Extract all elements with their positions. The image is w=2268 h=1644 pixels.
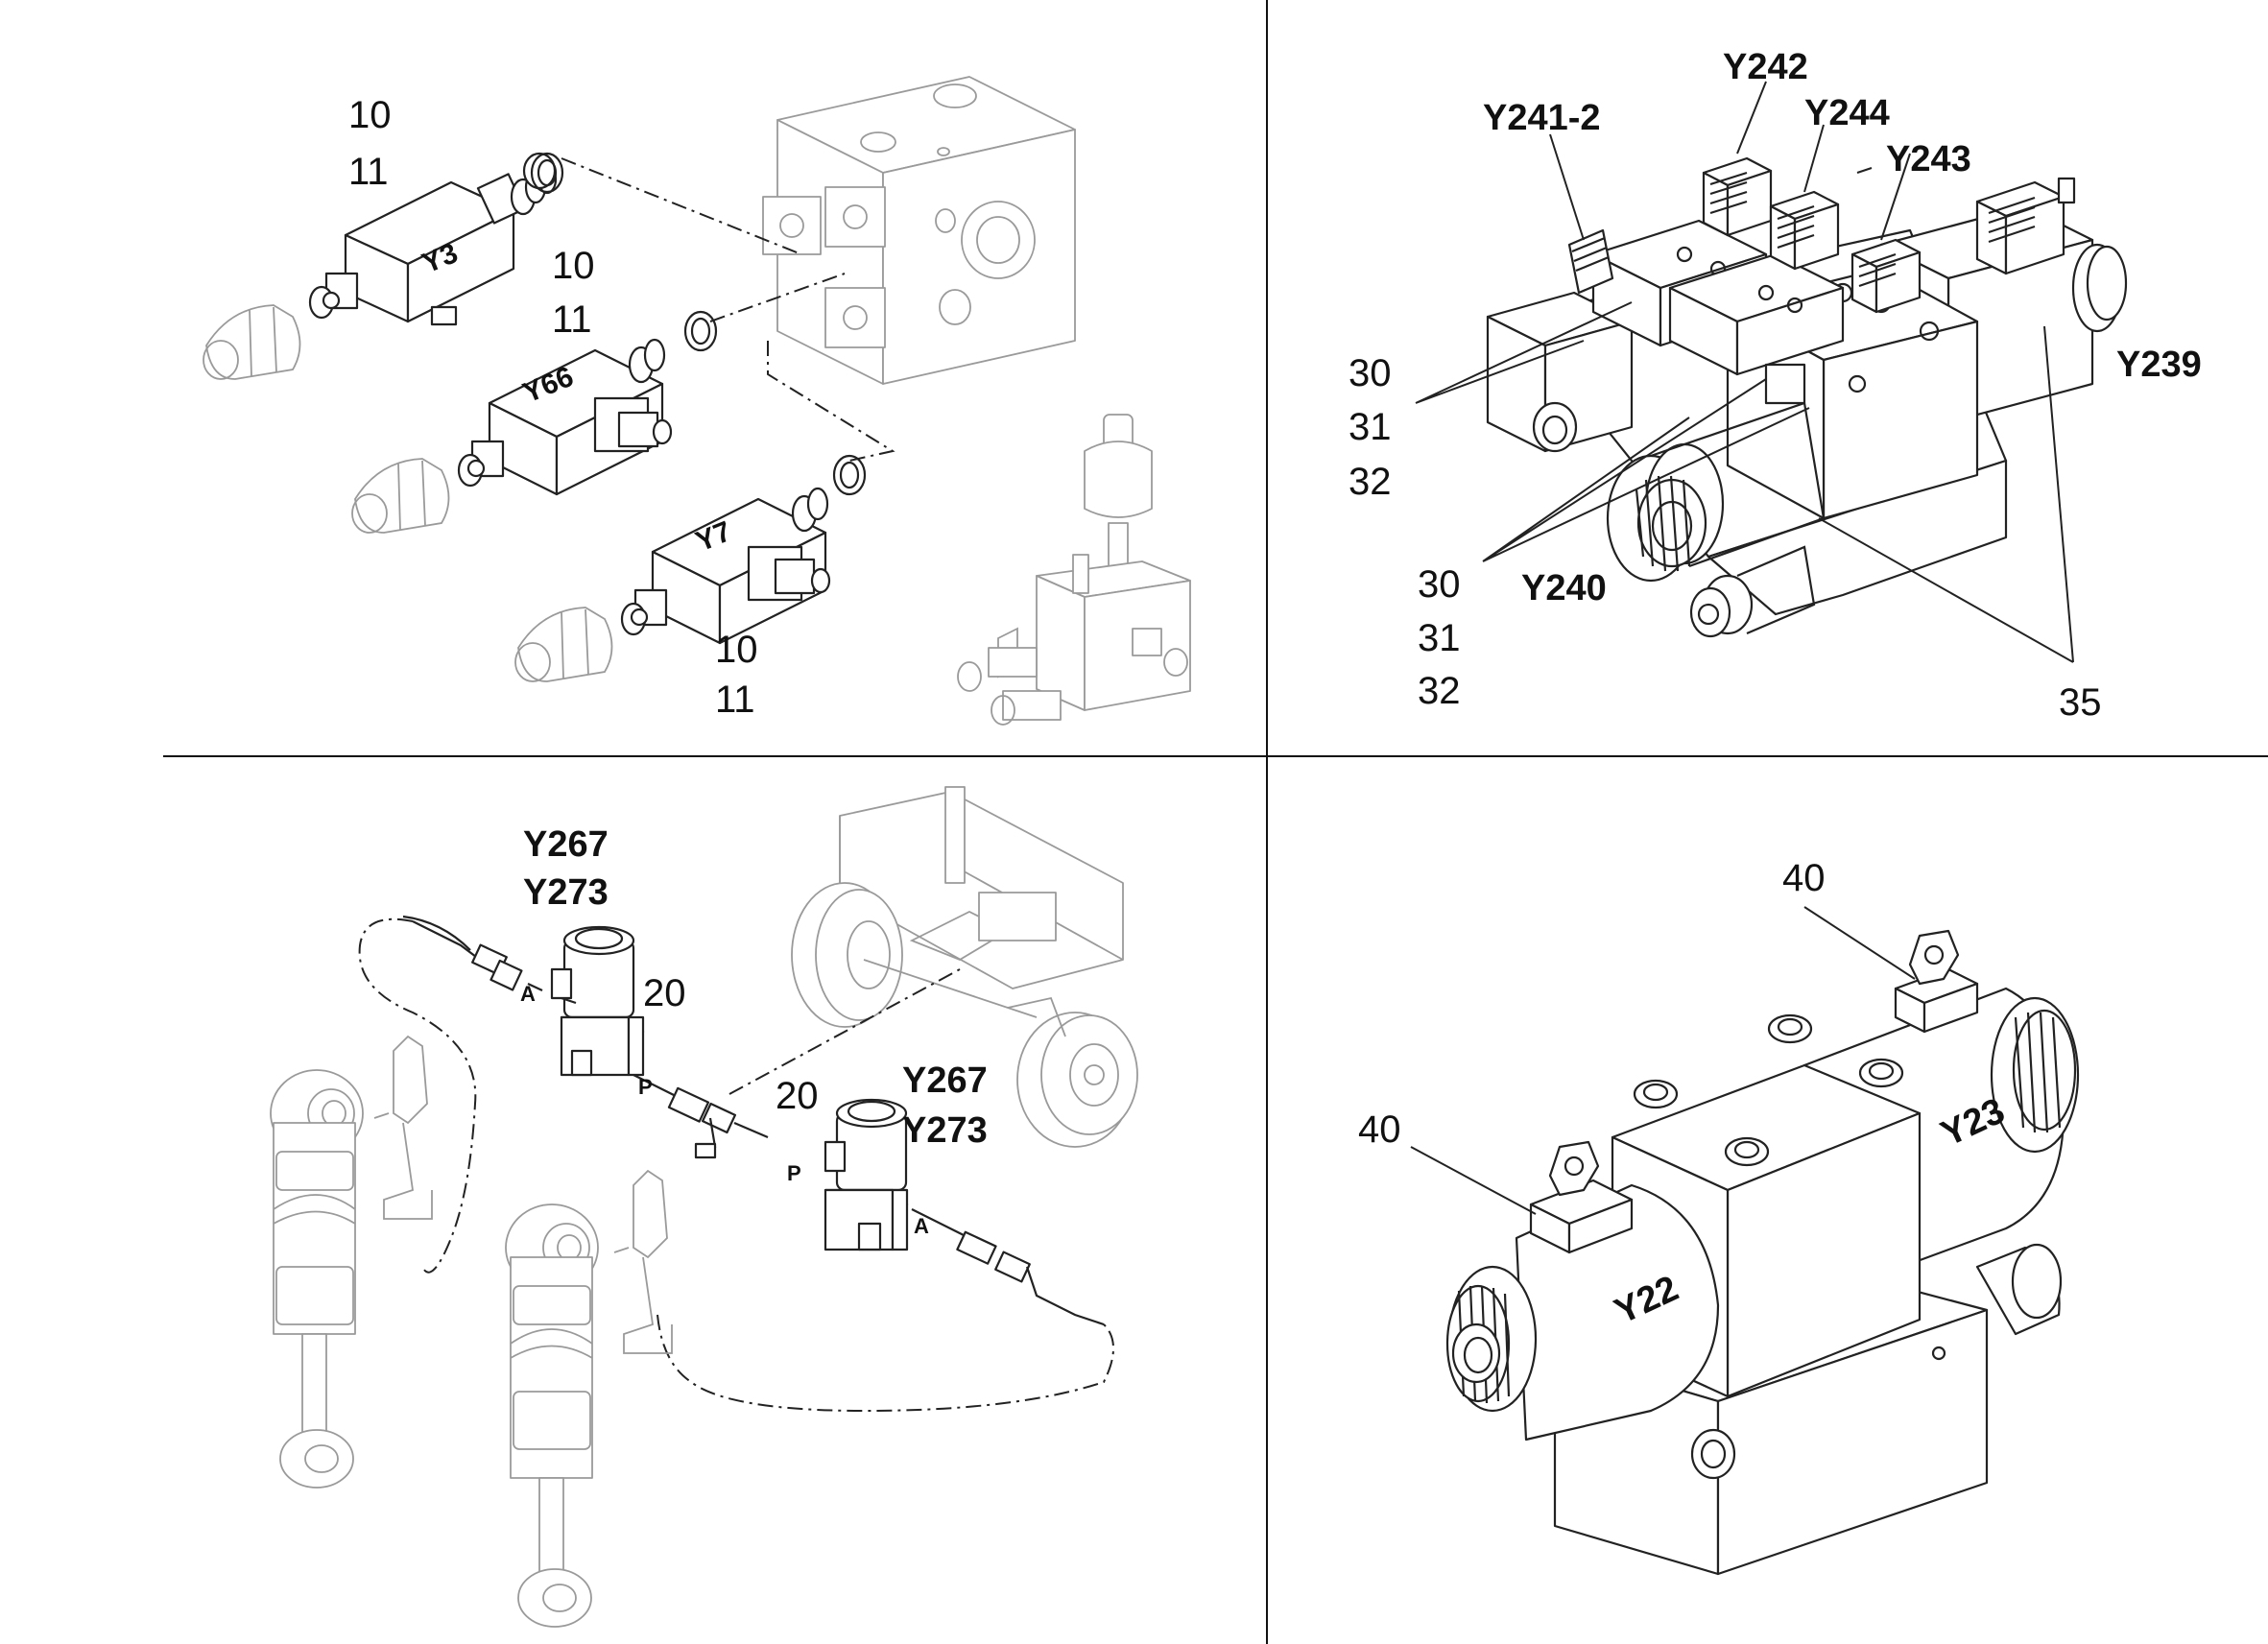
seal-ring bbox=[683, 310, 718, 352]
seal-ring bbox=[537, 158, 558, 187]
port-label: P bbox=[787, 1161, 801, 1185]
port-label: A bbox=[520, 982, 536, 1006]
protective-cap bbox=[514, 607, 613, 682]
port-label: P bbox=[638, 1075, 653, 1099]
leader-line bbox=[1736, 81, 1767, 155]
leader-line bbox=[1415, 301, 1633, 404]
hose-line bbox=[657, 1314, 1114, 1413]
part-code: Y267 bbox=[523, 824, 609, 865]
callout-number: 10 bbox=[552, 245, 595, 287]
callout-number: 30 bbox=[1418, 563, 1461, 606]
hose-line bbox=[728, 968, 961, 1095]
panel-bottom-left: Y267 Y273 Y267 Y273 20 20 A P P A bbox=[270, 786, 1138, 1628]
callout-number: 31 bbox=[1349, 406, 1392, 448]
callout-number: 11 bbox=[552, 298, 592, 341]
hose-line bbox=[358, 917, 477, 1274]
seal-ring bbox=[530, 152, 564, 194]
callout-number: 11 bbox=[715, 679, 755, 721]
seal-ring bbox=[832, 454, 867, 496]
solenoid-valve-lower bbox=[824, 1098, 909, 1251]
leader-line bbox=[1549, 133, 1585, 241]
leader-dash bbox=[767, 341, 895, 462]
hydraulic-cylinder-left bbox=[270, 1069, 364, 1489]
protective-cap bbox=[351, 458, 450, 534]
leader-line bbox=[1803, 124, 1825, 193]
leader-dash bbox=[561, 157, 802, 255]
part-code: Y241-2 bbox=[1483, 98, 1601, 138]
valve-y7 bbox=[620, 487, 831, 645]
leader-line bbox=[1803, 906, 1916, 980]
solenoid-valve-upper bbox=[550, 925, 645, 1077]
callout-number: 11 bbox=[348, 151, 389, 193]
callout-number: 40 bbox=[1782, 857, 1826, 899]
valve-stack bbox=[1486, 156, 2128, 638]
valve-y66 bbox=[457, 338, 673, 496]
callout-number: 20 bbox=[643, 972, 686, 1014]
part-code: Y267 bbox=[902, 1060, 988, 1101]
port-label: A bbox=[914, 1214, 929, 1238]
panel-top-right: Y242 Y241-2 Y244 Y243 Y239 Y240 30 31 32… bbox=[1349, 47, 2202, 724]
protective-cap bbox=[203, 304, 301, 380]
part-code: Y242 bbox=[1723, 47, 1808, 87]
part-code: Y244 bbox=[1804, 93, 1890, 133]
panel-top-left: Y3 Y66 bbox=[203, 76, 1191, 726]
callout-number: 20 bbox=[776, 1075, 819, 1117]
part-code: Y240 bbox=[1521, 568, 1607, 608]
leader-line bbox=[1410, 1146, 1537, 1215]
leader-line bbox=[1818, 325, 2074, 663]
leader-line bbox=[1482, 378, 1810, 562]
leader-line bbox=[1856, 167, 1873, 174]
callout-number: 30 bbox=[1349, 352, 1392, 394]
hose-fittings bbox=[402, 915, 1105, 1326]
panel-bottom-right: 40 40 Y22 Y23 bbox=[1358, 857, 2080, 1576]
leader-line bbox=[1880, 153, 1911, 241]
seal-ring bbox=[690, 317, 711, 345]
directional-valve bbox=[1445, 929, 2080, 1576]
part-code: Y273 bbox=[523, 872, 609, 913]
leader-dash bbox=[709, 273, 846, 322]
part-code: Y243 bbox=[1886, 139, 1971, 179]
callout-number: 10 bbox=[715, 629, 758, 671]
callout-number: 10 bbox=[348, 94, 392, 136]
callout-number: 32 bbox=[1418, 670, 1461, 712]
callout-number: 32 bbox=[1349, 461, 1392, 503]
sensor-bracket bbox=[373, 1035, 673, 1354]
callout-number: 40 bbox=[1358, 1108, 1401, 1151]
part-code: Y273 bbox=[902, 1110, 988, 1151]
callout-number: 35 bbox=[2059, 681, 2102, 724]
valve-y3 bbox=[308, 152, 558, 326]
part-code: Y239 bbox=[2116, 345, 2202, 385]
accumulator-assembly bbox=[957, 414, 1191, 726]
manifold-block bbox=[762, 76, 1076, 385]
axle-assembly bbox=[791, 786, 1138, 1148]
seal-ring bbox=[839, 461, 860, 489]
callout-number: 31 bbox=[1418, 617, 1461, 659]
hydraulic-cylinder-right bbox=[505, 1203, 599, 1628]
